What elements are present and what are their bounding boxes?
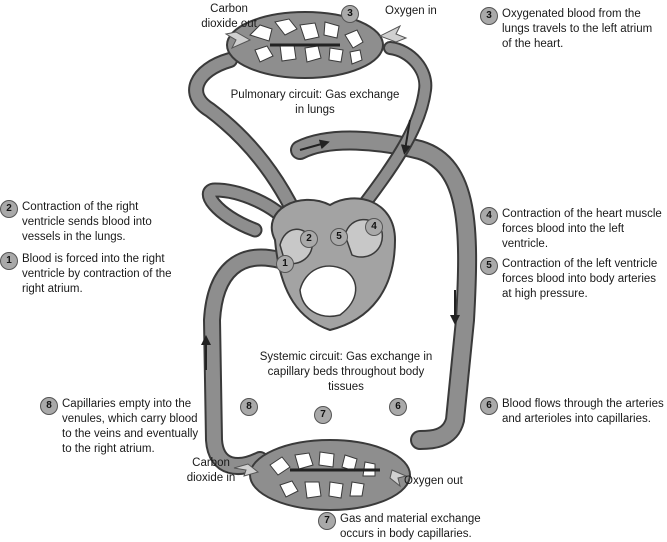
diagram-badge-1: 1 [276,255,294,273]
step-number: 5 [480,257,498,275]
step-text: Blood flows through the arteries and art… [502,398,664,425]
body-capillary-bed [249,439,411,511]
diagram-badge-2: 2 [300,230,318,248]
systemic-circuit-label: Systemic circuit: Gas exchange in capill… [259,351,433,393]
diagram-badge-6: 6 [389,398,407,416]
carbon-dioxide-in-label: Carbon dioxide in [186,457,236,484]
flow-arrows [201,119,460,370]
pulmonary-circuit-label: Pulmonary circuit: Gas exchange in lungs [230,89,400,116]
co2-out-arrow [224,31,252,50]
diagram-badge-7: 7 [314,406,332,424]
gas-arrows [224,24,408,488]
step-text: Gas and material exchange occurs in body… [340,513,481,540]
step-number: 2 [0,200,18,218]
diagram-badge-3: 3 [341,5,359,23]
step-text: Contraction of the heart muscle forces b… [502,208,662,250]
oxygen-out-arrow [389,469,408,488]
body-capillary-mesh [269,451,376,499]
step-text: Blood is forced into the right ventricle… [22,253,172,295]
step-number: 8 [40,397,58,415]
step-text: Oxygenated blood from the lungs travels … [502,8,653,50]
step-number: 4 [480,207,498,225]
step-number: 7 [318,512,336,530]
oxygen-out-label: Oxygen out [404,475,463,487]
step-number: 1 [0,252,18,270]
oxygen-in-arrow [378,24,408,43]
step-text: Capillaries empty into the venules, whic… [62,398,199,455]
diagram-badge-8: 8 [240,398,258,416]
diagram-badge-4: 4 [365,218,383,236]
diagram-badge-5: 5 [330,228,348,246]
lung-capillary-mesh [249,18,364,65]
step-number: 3 [480,7,498,25]
carbon-dioxide-out-label: Carbon dioxide out [201,3,257,30]
step-text: Contraction of the right ventricle sends… [22,201,152,243]
co2-in-arrow [233,463,260,477]
step-number: 6 [480,397,498,415]
oxygen-in-label: Oxygen in [385,5,437,17]
step-text: Contraction of the left ventricle forces… [502,258,658,300]
